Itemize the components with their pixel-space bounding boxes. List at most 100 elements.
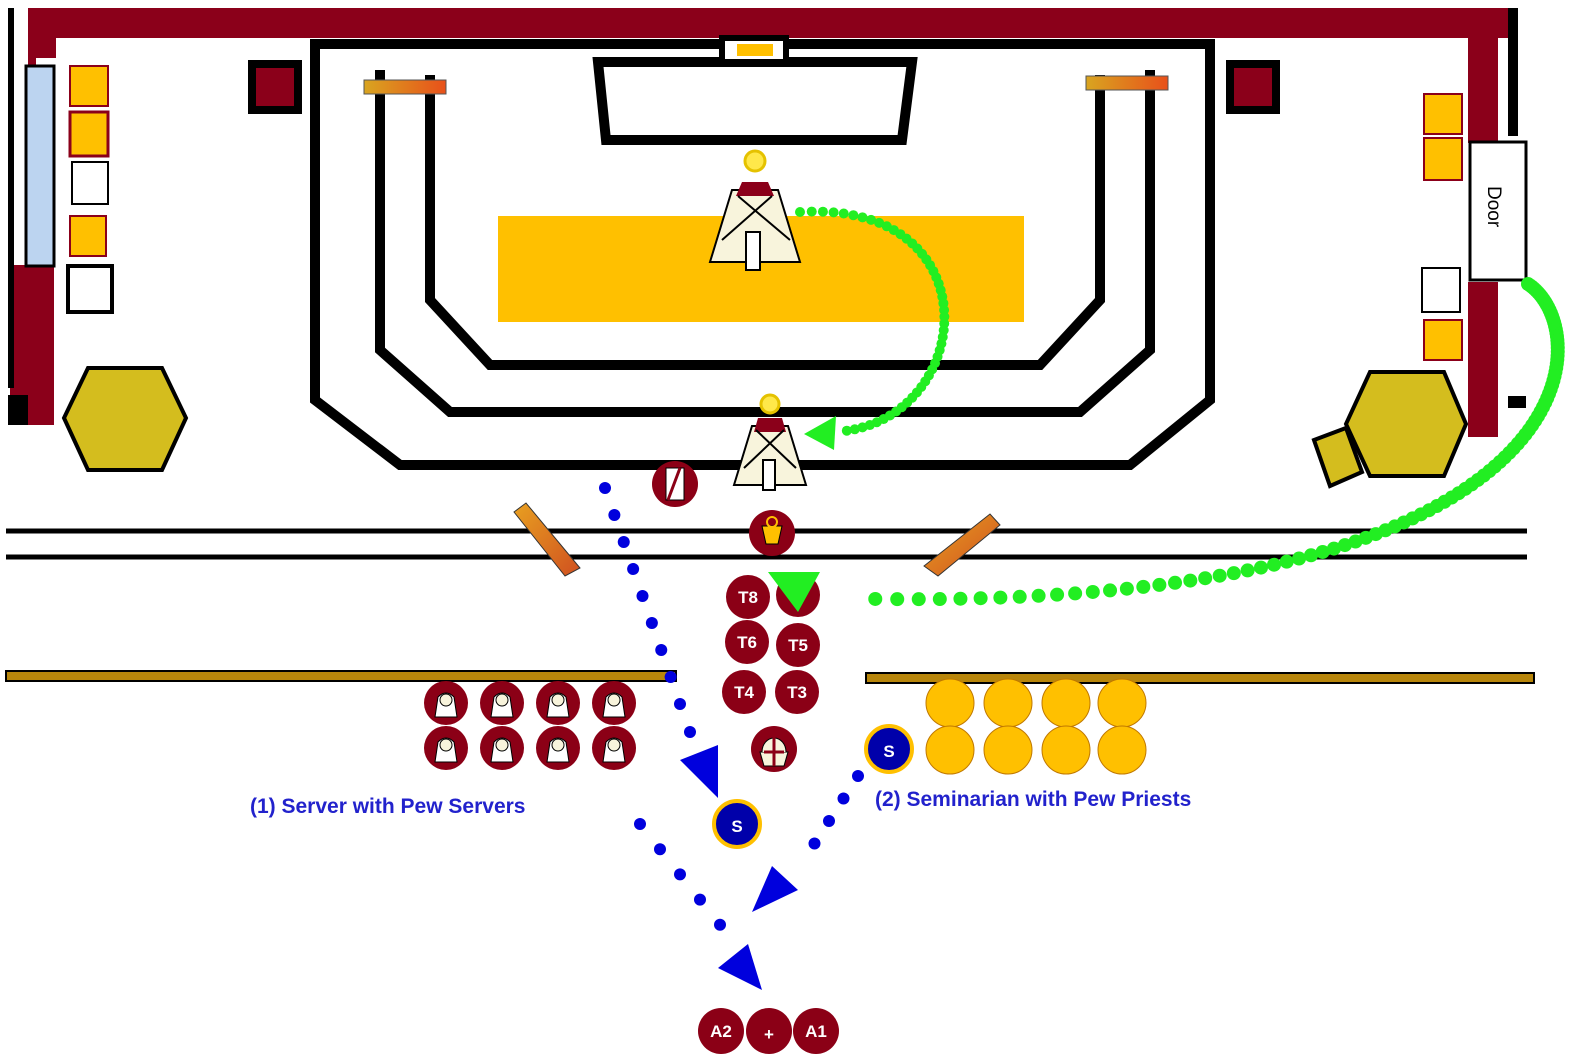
path-dot <box>1267 557 1282 572</box>
seminarian-label: S <box>883 742 894 761</box>
credence-item <box>1423 137 1463 181</box>
altar-candle-right <box>1085 75 1169 91</box>
torch-label: T3 <box>787 683 807 702</box>
path-dot <box>857 422 868 433</box>
window <box>24 64 56 268</box>
token-circle <box>722 670 766 714</box>
path-dot <box>890 592 905 607</box>
path-dot <box>634 818 646 830</box>
path-dot <box>674 868 686 881</box>
path-dot <box>1085 584 1100 599</box>
green-path-door <box>868 277 1565 607</box>
credence-left <box>66 65 114 314</box>
torch-T6: T6 <box>725 620 769 664</box>
movement-paths <box>599 206 1565 990</box>
bucket-handle <box>766 516 778 528</box>
path-dot <box>1136 579 1151 594</box>
path-dot <box>1337 538 1352 553</box>
credence-empty <box>1421 267 1461 313</box>
path-dot <box>617 536 630 548</box>
token-circle <box>746 1008 792 1054</box>
blue-path-server-to-cross <box>634 818 726 931</box>
path-dot <box>694 893 706 906</box>
left-wall-foot <box>8 395 28 425</box>
path-dot <box>1183 573 1198 588</box>
path-dot <box>808 837 821 850</box>
path-dot <box>837 792 850 805</box>
seminarian-caption: (2) Seminarian with Pew Priests <box>875 788 1191 811</box>
door-frame <box>1468 140 1528 282</box>
pew-priest <box>1041 678 1091 728</box>
path-dot <box>1348 534 1363 549</box>
path-dot <box>973 591 988 606</box>
right-wall-edge-top <box>1508 8 1518 136</box>
celebrant-collar <box>736 182 774 196</box>
step-inner <box>425 75 1105 370</box>
green-path-altar <box>795 206 950 436</box>
path-dot <box>1253 560 1268 575</box>
path-dot <box>852 770 864 782</box>
pew-priest <box>925 678 975 728</box>
door: Door <box>1468 140 1528 282</box>
acolyte-label: A2 <box>710 1022 732 1041</box>
torch-label: T8 <box>738 588 758 607</box>
green-arrow-door <box>768 572 820 612</box>
path-dot <box>1050 587 1065 602</box>
pew-server <box>536 726 580 770</box>
path-dot <box>849 424 860 435</box>
path-dot <box>1198 571 1213 586</box>
step-outer <box>310 39 1215 470</box>
server-label: S <box>731 817 742 836</box>
acolyte-A1: A1 <box>793 1008 839 1054</box>
server-face <box>551 738 565 752</box>
celebrant-folds <box>721 195 791 241</box>
blue-path-seminarian <box>808 770 864 850</box>
path-dot <box>911 592 926 607</box>
token-circle <box>864 724 914 774</box>
server-token: S <box>712 799 762 849</box>
path-dot <box>1103 583 1118 598</box>
path-dot <box>823 815 835 827</box>
blue-arrow-server <box>680 745 718 798</box>
pew-rail-left <box>5 670 677 682</box>
path-dot <box>636 590 649 602</box>
server-face <box>439 693 453 707</box>
path-dot <box>1168 575 1183 590</box>
path-dot <box>1304 548 1319 563</box>
server-face <box>495 693 509 707</box>
path-dot <box>1212 568 1227 583</box>
pew-servers <box>424 681 636 770</box>
server-caption: (1) Server with Pew Servers <box>250 795 525 818</box>
torch-label: T6 <box>737 633 757 652</box>
candle-stand-left <box>248 60 302 114</box>
thurifer-token <box>751 726 797 772</box>
token-circle <box>793 1008 839 1054</box>
credence-empty <box>71 161 109 205</box>
torch-label: T4 <box>734 683 754 702</box>
credence-right <box>1421 93 1463 361</box>
celebrant-collar <box>754 418 786 432</box>
path-dot <box>868 591 883 606</box>
credence-item <box>1423 93 1463 135</box>
path-dot <box>1326 541 1341 556</box>
torch-T4: T4 <box>722 670 766 714</box>
path-dot <box>817 206 828 217</box>
path-dot <box>828 207 839 218</box>
left-wall-edge <box>8 8 14 388</box>
path-dot <box>608 509 621 521</box>
path-dot <box>627 563 640 575</box>
path-dot <box>874 217 885 228</box>
side-table-left <box>61 366 189 472</box>
blue-path-server-to-pew <box>599 482 696 738</box>
token-circle <box>775 670 819 714</box>
token-circle <box>712 799 762 849</box>
pew-priest <box>925 725 975 775</box>
path-dot <box>1119 581 1134 596</box>
path-dot <box>1068 586 1083 601</box>
book-bearer-token <box>652 461 698 507</box>
acolyte-A2: A2 <box>698 1008 744 1054</box>
path-dot <box>599 482 611 494</box>
path-dot <box>932 592 947 607</box>
pew-server <box>424 726 468 770</box>
pew-priests <box>925 678 1147 775</box>
